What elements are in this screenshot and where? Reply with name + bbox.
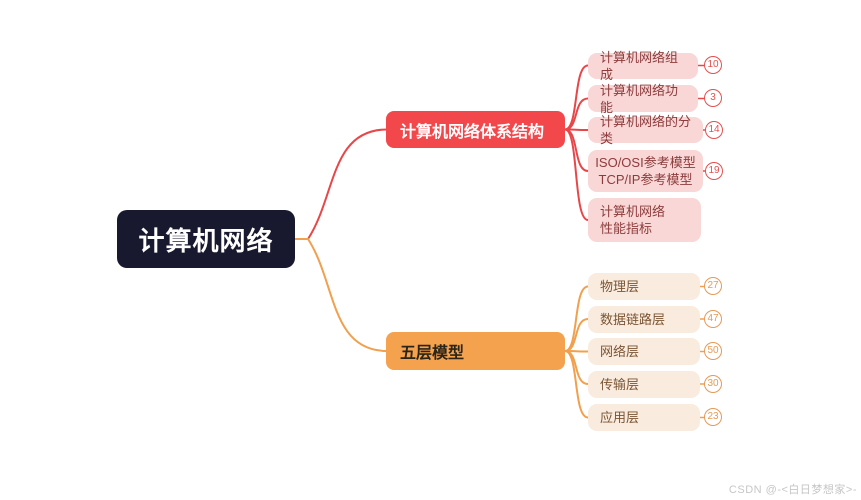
- leaf-label: 计算机网络的分类: [600, 114, 692, 146]
- root-node-computer-network[interactable]: 计算机网络: [117, 210, 295, 268]
- branch-node-label: 五层模型: [400, 345, 465, 362]
- connector-five-layer-to-transport: [564, 350, 589, 385]
- connector-five-layer-to-datalink: [564, 318, 589, 352]
- leaf-node-physical-layer[interactable]: 物理层: [588, 273, 700, 300]
- leaf-label: 物理层: [600, 279, 640, 294]
- count-badge-composition[interactable]: 10: [704, 56, 722, 74]
- leaf-label: 传输层: [600, 377, 640, 392]
- leaf-label: 数据链路层: [600, 312, 666, 327]
- leaf-node-transport-layer[interactable]: 传输层: [588, 371, 700, 398]
- leaf-node-network-composition[interactable]: 计算机网络组成: [588, 50, 698, 82]
- connector-root-to-architecture: [295, 128, 388, 240]
- leaf-node-reference-models[interactable]: ISO/OSI参考模型 TCP/IP参考模型: [588, 150, 703, 192]
- leaf-node-network-classification[interactable]: 计算机网络的分类: [588, 114, 703, 146]
- leaf-label: 网络层: [600, 344, 640, 359]
- leaf-label: ISO/OSI参考模型 TCP/IP参考模型: [595, 155, 696, 187]
- root-node-label: 计算机网络: [138, 225, 274, 256]
- count-badge-application[interactable]: 23: [704, 408, 722, 426]
- connector-architecture-to-performance: [564, 128, 589, 221]
- count-badge-classification[interactable]: 14: [705, 121, 723, 139]
- branch-node-five-layer-model[interactable]: 五层模型: [386, 332, 565, 370]
- connector-architecture-to-composition: [564, 64, 589, 131]
- connector-five-layer-to-application: [564, 350, 589, 419]
- leaf-label: 计算机网络 性能指标: [600, 204, 666, 236]
- count-badge-function[interactable]: 3: [704, 89, 722, 107]
- connector-root-to-five-layer: [295, 238, 388, 352]
- leaf-node-datalink-layer[interactable]: 数据链路层: [588, 306, 700, 333]
- branch-node-architecture[interactable]: 计算机网络体系结构: [386, 111, 565, 148]
- leaf-label: 计算机网络组成: [600, 50, 679, 82]
- count-badge-network[interactable]: 50: [704, 342, 722, 360]
- count-badge-transport[interactable]: 30: [704, 375, 722, 393]
- count-badge-models[interactable]: 19: [705, 162, 723, 180]
- leaf-label: 计算机网络功能: [600, 82, 679, 115]
- leaf-node-network-layer[interactable]: 网络层: [588, 338, 700, 365]
- count-badge-physical[interactable]: 27: [704, 277, 722, 295]
- branch-node-label: 计算机网络体系结构: [400, 123, 545, 141]
- leaf-label: 应用层: [600, 410, 640, 425]
- count-badge-datalink[interactable]: 47: [704, 310, 722, 328]
- leaf-node-performance-metrics[interactable]: 计算机网络 性能指标: [588, 198, 701, 242]
- csdn-watermark: CSDN @-<白日梦想家>-: [728, 484, 857, 496]
- leaf-node-network-function[interactable]: 计算机网络功能: [588, 83, 698, 115]
- connector-architecture-to-function: [564, 97, 589, 131]
- connector-architecture-to-models: [564, 128, 589, 172]
- leaf-node-application-layer[interactable]: 应用层: [588, 404, 700, 431]
